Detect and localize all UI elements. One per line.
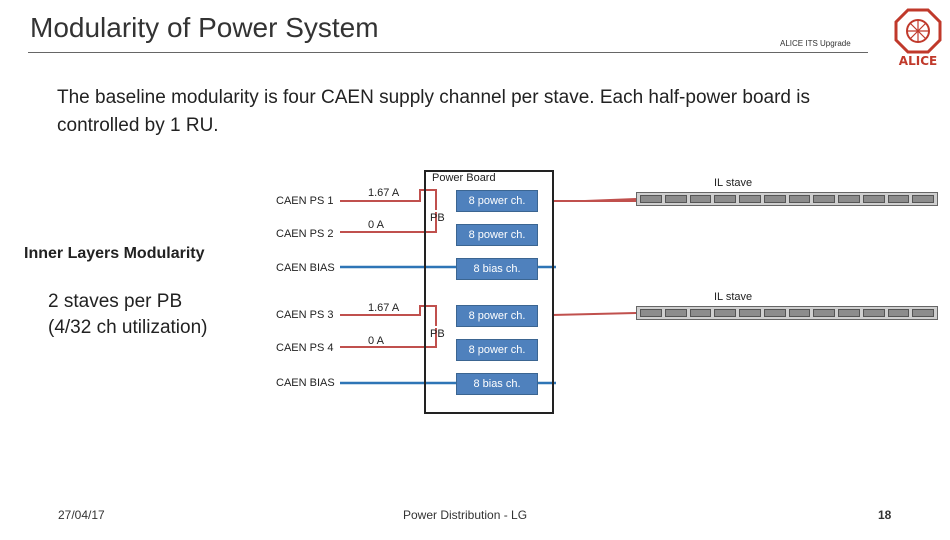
- modularity-heading: Inner Layers Modularity: [24, 245, 205, 262]
- title-rule: [28, 52, 868, 53]
- supply-label-bias1: CAEN BIAS: [276, 262, 335, 274]
- board2-to-stave-line: [551, 312, 637, 316]
- stave-segment: [838, 309, 860, 317]
- il-stave-1: [636, 192, 938, 206]
- stave-segment: [813, 195, 835, 203]
- stave-segment: [912, 195, 934, 203]
- stave-segment: [862, 195, 885, 203]
- pb-label-2: PB: [430, 328, 445, 340]
- power-board: [424, 170, 554, 414]
- supply-label-bias2: CAEN BIAS: [276, 377, 335, 389]
- slide-title: Modularity of Power System: [30, 12, 379, 43]
- channel-box-bias-2: 8 bias ch.: [456, 373, 538, 395]
- stave-segment: [788, 195, 811, 203]
- stave-segment: [912, 309, 934, 317]
- channel-box-power-2: 8 power ch.: [456, 224, 538, 246]
- channel-box-power-1: 8 power ch.: [456, 190, 538, 212]
- footer-date: 27/04/17: [58, 508, 105, 522]
- stave-segment: [640, 309, 662, 317]
- channel-box-power-3: 8 power ch.: [456, 305, 538, 327]
- stave-segment: [838, 195, 860, 203]
- current-label-ps4: 0 A: [368, 335, 384, 347]
- stave-segment: [763, 195, 786, 203]
- stave-note-line-2: (4/32 ch utilization): [48, 317, 208, 338]
- stave-segment: [788, 309, 811, 317]
- stave-label-2: IL stave: [714, 291, 753, 303]
- stave-segment: [887, 309, 910, 317]
- ps1-line: [340, 189, 437, 210]
- pb-label-1: PB: [430, 212, 445, 224]
- stave-label-1: IL stave: [714, 177, 753, 189]
- stave1-link: [584, 198, 637, 202]
- il-stave-2: [636, 306, 938, 320]
- supply-label-ps2: CAEN PS 2: [276, 228, 334, 240]
- supply-label-ps4: CAEN PS 4: [276, 342, 334, 354]
- channel-box-bias-1: 8 bias ch.: [456, 258, 538, 280]
- supply-label-ps3: CAEN PS 3: [276, 309, 334, 321]
- supply-label-ps1: CAEN PS 1: [276, 195, 334, 207]
- current-label-ps3: 1.67 A: [368, 302, 400, 314]
- stave-segment: [714, 195, 736, 203]
- header-tag: ALICE ITS Upgrade: [780, 39, 851, 48]
- ps4-line: [340, 328, 437, 348]
- stave-segment: [689, 195, 712, 203]
- body-paragraph: The baseline modularity is four CAEN sup…: [57, 87, 810, 136]
- page-number: 18: [878, 508, 892, 522]
- ps2-line: [340, 212, 437, 233]
- current-label-ps1: 1.67 A: [368, 187, 400, 199]
- alice-logo-icon: ALICE: [894, 8, 942, 67]
- stave-segment: [739, 195, 761, 203]
- stave-segment: [887, 195, 910, 203]
- stave-note-line-1: 2 staves per PB: [48, 291, 183, 312]
- footer-center: Power Distribution - LG: [403, 508, 528, 522]
- stave-segment: [739, 309, 761, 317]
- stave-segment: [714, 309, 736, 317]
- current-label-ps2: 0 A: [368, 219, 384, 231]
- stave-segment: [862, 309, 885, 317]
- stave-segment: [664, 195, 687, 203]
- logo-text: ALICE: [899, 54, 937, 67]
- stave-segment: [763, 309, 786, 317]
- channel-box-power-4: 8 power ch.: [456, 339, 538, 361]
- stave-segment: [689, 309, 712, 317]
- power-board-label: Power Board: [432, 172, 496, 184]
- stave-note: 2 staves per PB (4/32 ch utilization): [48, 289, 207, 341]
- stave-segment: [640, 195, 662, 203]
- stave-segment: [664, 309, 687, 317]
- ps3-line: [340, 305, 437, 326]
- stave-segment: [813, 309, 835, 317]
